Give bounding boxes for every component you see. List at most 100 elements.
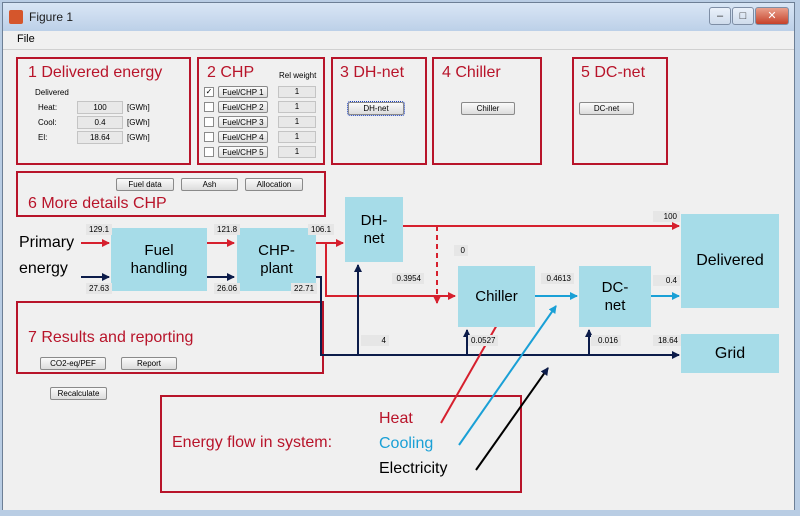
matlab-icon [9,10,23,24]
value-el-dh: 4 [361,335,389,346]
chp-checkbox-2[interactable] [204,102,214,112]
el-unit: [GWh] [127,133,150,142]
report-button[interactable]: Report [121,357,177,370]
value-chp-chiller: 0.3954 [392,273,424,284]
heat-unit: [GWh] [127,103,150,112]
dh-net-label: DH- net [360,211,388,247]
delivered-node: Delivered [681,214,779,308]
fuel-chp-button-5[interactable]: Fuel/CHP 5 [218,146,268,158]
window-title: Figure 1 [29,10,74,24]
results-title: 7 Results and reporting [28,329,194,346]
grid-node: Grid [681,334,779,373]
heat-label: Heat: [38,103,58,112]
figure-window: Figure 1 – □ ✕ File 1 Delivered energy D… [2,2,795,510]
legend-panel [160,395,522,493]
value-primary-el: 27.63 [86,283,112,294]
grid-label: Grid [714,344,746,362]
close-button[interactable]: ✕ [755,7,789,25]
rel-weight-input-5[interactable]: 1 [278,146,316,158]
maximize-button[interactable]: □ [732,7,754,25]
value-dh-delivered: 100 [653,211,680,222]
recalculate-button[interactable]: Recalculate [50,387,107,400]
value-chiller-dc: 0.4613 [541,273,574,284]
flow-chp-grid [316,276,680,359]
ash-button[interactable]: Ash [181,178,238,191]
el-label: El: [38,133,48,142]
chp-checkbox-4[interactable] [204,132,214,142]
co2-pef-button[interactable]: CO2-eq/PEF [40,357,106,370]
cool-unit: [GWh] [127,118,150,127]
dh-net-node: DH- net [345,197,403,262]
legend-heat-label: Heat [379,410,413,427]
fuel-chp-button-3[interactable]: Fuel/CHP 3 [218,116,268,128]
chp-checkbox-3[interactable] [204,117,214,127]
flow-chp-chiller [325,243,456,300]
dc-net-title: 5 DC-net [581,64,646,81]
chp-plant-label: CHP- plant [258,241,295,277]
figure-canvas: 1 Delivered energy Delivered Heat: 100 [… [3,50,794,510]
fuel-chp-button-4[interactable]: Fuel/CHP 4 [218,131,268,143]
delivered-energy-title: 1 Delivered energy [28,64,163,81]
value-fuel-chp-heat: 121.8 [214,224,240,235]
fuel-handling-node: Fuel handling [111,228,207,291]
value-primary-heat: 129.1 [86,224,112,235]
menu-file[interactable]: File [17,33,35,45]
rel-weight-input-4[interactable]: 1 [278,131,316,143]
legend-heading: Energy flow in system: [172,434,333,451]
chiller-node: Chiller [458,266,535,327]
value-dc-delivered: 0.4 [653,275,680,286]
legend-electricity-arrow [475,367,549,471]
value-dh-chiller-dashed: 0 [454,245,468,256]
dc-net-button[interactable]: DC-net [579,102,634,115]
rel-weight-input-3[interactable]: 1 [278,116,316,128]
cool-label: Cool: [38,118,57,127]
chiller-title: 4 Chiller [442,64,501,81]
delivered-label: Delivered [696,252,764,269]
rel-weight-header: Rel weight [279,71,317,80]
more-details-title: 6 More details CHP [28,195,167,212]
menu-bar: File [3,31,794,50]
delivered-subtitle: Delivered [35,88,69,97]
flow-diagram [81,222,680,471]
delivered-energy-panel: 1 Delivered energy Delivered Heat: 100 [… [16,57,191,165]
value-el-dc: 0.016 [591,335,621,346]
title-bar: Figure 1 – □ ✕ [3,3,794,31]
chp-checkbox-1[interactable]: ✓ [204,87,214,97]
results-panel: 7 Results and reporting CO2-eq/PEF Repor… [16,301,324,374]
dh-net-title: 3 DH-net [340,64,405,81]
legend-cooling-label: Cooling [379,435,434,452]
rel-weight-input-2[interactable]: 1 [278,101,316,113]
chiller-label: Chiller [475,287,518,305]
value-chp-el-out: 22.71 [291,283,317,294]
el-input[interactable]: 18.64 [77,131,123,144]
value-grid: 18.64 [653,335,681,346]
chp-plant-node: CHP- plant [237,228,316,291]
cool-input[interactable]: 0.4 [77,116,123,129]
chp-checkbox-5[interactable] [204,147,214,157]
value-el-chiller: 0.0527 [468,335,498,346]
more-details-chp-panel: Fuel data Ash Allocation 6 More details … [16,171,326,217]
chiller-button[interactable]: Chiller [461,102,515,115]
dc-net-panel: 5 DC-net DC-net [572,57,668,165]
value-fuel-chp-el: 26.06 [214,283,240,294]
dc-net-label: DC- net [601,278,629,314]
dh-net-panel: 3 DH-net DH-net [331,57,427,165]
heat-input[interactable]: 100 [77,101,123,114]
minimize-button[interactable]: – [709,7,731,25]
allocation-button[interactable]: Allocation [245,178,303,191]
fuel-chp-button-2[interactable]: Fuel/CHP 2 [218,101,268,113]
value-chp-dh: 106.1 [308,224,334,235]
legend-electricity-label: Electricity [379,460,448,477]
legend-cooling-arrow [458,305,557,446]
rel-weight-input-1[interactable]: 1 [278,86,316,98]
fuel-chp-button-1[interactable]: Fuel/CHP 1 [218,86,268,98]
chp-title: 2 CHP [207,64,255,81]
fuel-handling-label: Fuel handling [130,241,188,277]
chiller-panel: 4 Chiller Chiller [432,57,542,165]
dh-net-button[interactable]: DH-net [347,101,405,116]
primary-energy-label-1: Primary [19,234,75,251]
fuel-data-button[interactable]: Fuel data [116,178,174,191]
primary-energy-label-2: energy [19,260,68,277]
dc-net-node: DC- net [579,266,651,327]
